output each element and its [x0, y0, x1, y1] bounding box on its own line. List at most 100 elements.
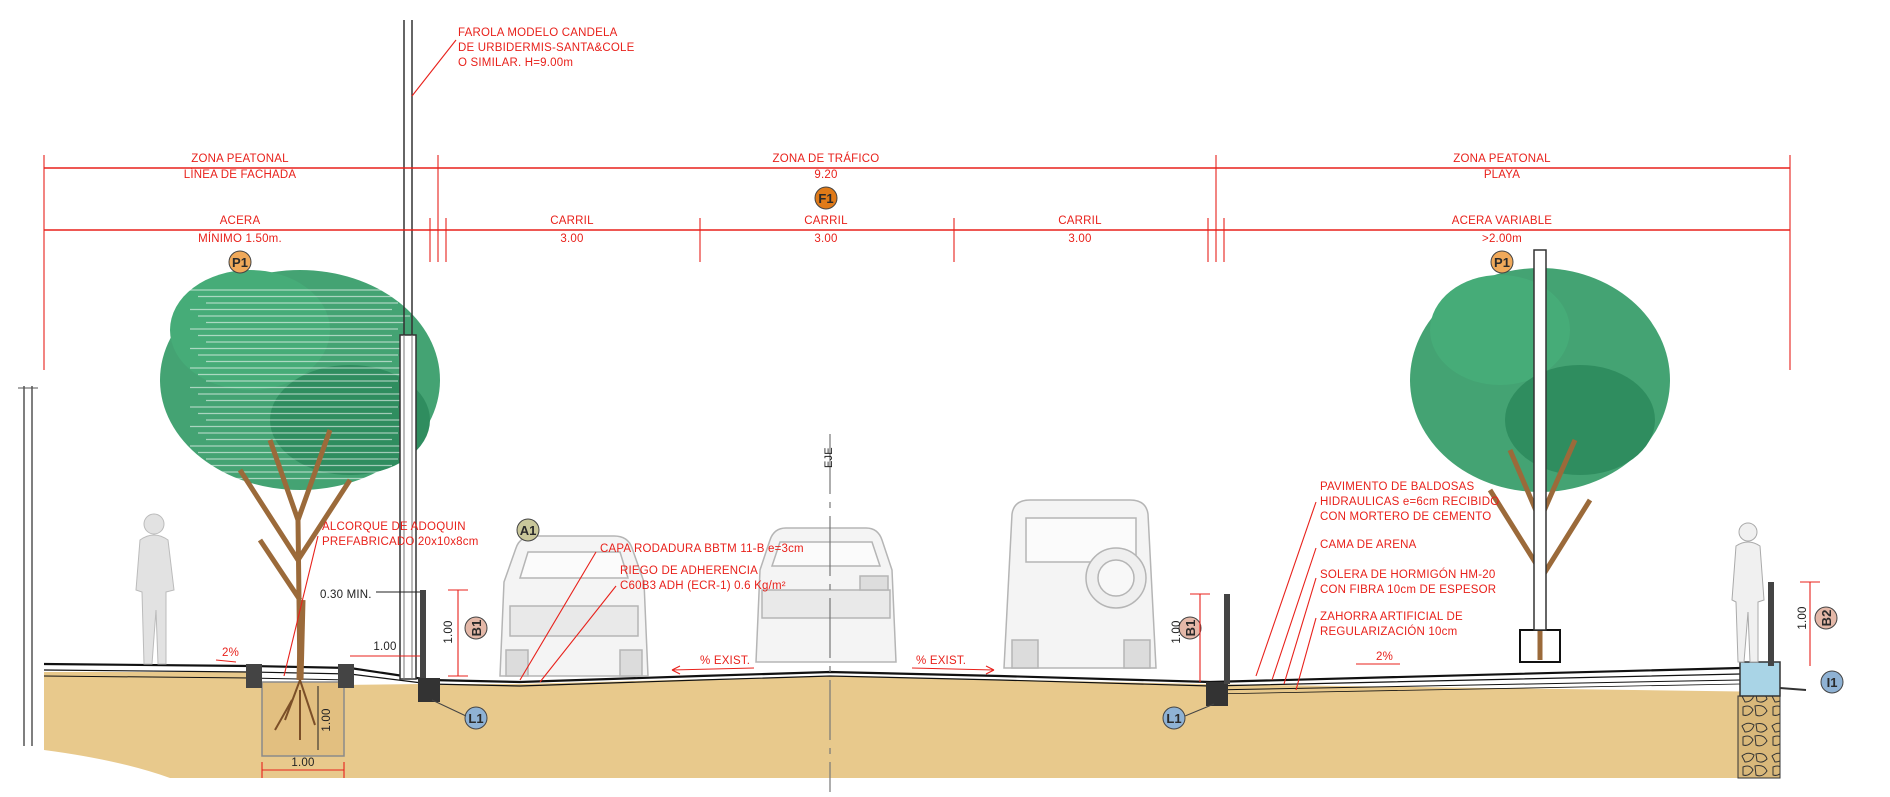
svg-text:% EXIST.: % EXIST.: [700, 655, 750, 667]
svg-text:PREFABRICADO 20x10x8cm: PREFABRICADO 20x10x8cm: [322, 536, 479, 548]
svg-text:REGULARIZACIÓN 10cm: REGULARIZACIÓN 10cm: [1320, 625, 1457, 638]
svg-text:PAVIMENTO DE BALDOSAS: PAVIMENTO DE BALDOSAS: [1320, 481, 1475, 493]
subzone-lane1-line1: CARRIL: [550, 215, 594, 227]
slope-left-walk: 2%: [215, 647, 239, 663]
svg-text:CON FIBRA 10cm DE ESPESOR: CON FIBRA 10cm DE ESPESOR: [1320, 584, 1496, 596]
subzone-lane1-line2: 3.00: [560, 233, 583, 245]
svg-text:L1: L1: [468, 711, 483, 726]
svg-text:SOLERA DE HORMIGÓN HM-20: SOLERA DE HORMIGÓN HM-20: [1320, 568, 1495, 581]
zone-left-line2: LÍNEA DE FACHADA: [184, 168, 297, 181]
ground-under-left-walk: [44, 672, 250, 690]
slope-road-right: % EXIST.: [911, 655, 995, 675]
badge-i1: I1: [1820, 670, 1844, 694]
dim-bollard-left: 1.00: [443, 589, 468, 677]
zone-right-line1: ZONA PEATONAL: [1453, 153, 1551, 165]
svg-text:1.00: 1.00: [373, 641, 396, 653]
note-alcorque: ALCORQUE DE ADOQUIN PREFABRICADO 20x10x8…: [283, 521, 479, 677]
svg-text:% EXIST.: % EXIST.: [916, 655, 966, 667]
svg-text:0.30 MIN.: 0.30 MIN.: [320, 589, 372, 601]
car-left: [499, 535, 649, 677]
tree-left: [160, 270, 440, 740]
svg-text:ZAHORRA ARTIFICIAL DE: ZAHORRA ARTIFICIAL DE: [1320, 611, 1463, 623]
svg-text:2%: 2%: [1376, 651, 1393, 663]
svg-text:1.00: 1.00: [1171, 620, 1183, 643]
curb-left: [246, 664, 440, 702]
tree-pit: [261, 681, 345, 757]
subzone-lane3-line2: 3.00: [1068, 233, 1091, 245]
dim-bollard-mid: 1.00: [1171, 593, 1210, 682]
streetlight-note-line1: FAROLA MODELO CANDELA: [458, 27, 618, 39]
subzone-right-line2: >2.00m: [1482, 233, 1522, 245]
subzone-left-line2: MÍNIMO 1.50m.: [198, 232, 282, 245]
person-left: [135, 513, 175, 665]
dimension-row-zones: [43, 155, 1791, 370]
car-middle: [755, 527, 897, 663]
svg-text:1.00: 1.00: [1797, 606, 1809, 629]
dim-bollard-right: 1.00: [1797, 581, 1820, 666]
zone-left-line1: ZONA PEATONAL: [191, 153, 289, 165]
suv: [1003, 499, 1157, 669]
note-capa: CAPA RODADURA BBTM 11-B e=3cm: [519, 543, 804, 681]
note-pavimento: PAVIMENTO DE BALDOSAS HIDRAULICAS e=6cm …: [1255, 481, 1499, 677]
svg-text:CAMA DE ARENA: CAMA DE ARENA: [1320, 539, 1417, 551]
svg-text:ALCORQUE DE ADOQUIN: ALCORQUE DE ADOQUIN: [322, 521, 466, 533]
badge-f1: F1: [814, 186, 838, 210]
svg-text:1.00: 1.00: [291, 757, 314, 769]
dim-min-height: 0.30 MIN.: [320, 589, 420, 601]
svg-text:B1: B1: [469, 620, 484, 637]
streetlight-left: [399, 20, 417, 680]
svg-text:A1: A1: [520, 523, 537, 538]
subzone-lane2-line1: CARRIL: [804, 215, 848, 227]
svg-text:B1: B1: [1183, 620, 1198, 637]
curb-right: [1206, 682, 1228, 706]
dim-horizontal-1: 1.00: [350, 641, 420, 657]
note-solera: SOLERA DE HORMIGÓN HM-20 CON FIBRA 10cm …: [1283, 568, 1496, 685]
svg-text:P1: P1: [232, 255, 248, 270]
dim-pit-width: 1.00: [261, 757, 345, 778]
drain-box: [1739, 661, 1781, 697]
svg-text:RIEGO DE ADHERENCIA: RIEGO DE ADHERENCIA: [620, 565, 758, 577]
subzone-lane2-line2: 3.00: [814, 233, 837, 245]
streetlight-note-line3: O SIMILAR. H=9.00m: [458, 57, 573, 69]
badge-p1-left: P1: [228, 250, 252, 274]
axis-label: EJE: [823, 447, 835, 468]
badge-a1: A1: [516, 518, 540, 542]
subzone-lane3-line1: CARRIL: [1058, 215, 1102, 227]
zone-center-line1: ZONA DE TRÁFICO: [773, 152, 880, 165]
svg-text:CAPA RODADURA BBTM 11-B e=3cm: CAPA RODADURA BBTM 11-B e=3cm: [600, 543, 804, 555]
svg-text:1.00: 1.00: [321, 708, 333, 731]
streetlight-right: [1533, 249, 1547, 631]
svg-text:CON MORTERO DE CEMENTO: CON MORTERO DE CEMENTO: [1320, 511, 1491, 523]
svg-text:I1: I1: [1827, 675, 1838, 690]
svg-text:F1: F1: [818, 191, 833, 206]
slope-right-walk: 2%: [1356, 651, 1400, 665]
badge-b1-right: B1: [1178, 616, 1202, 640]
badge-l1-left: L1: [431, 699, 488, 730]
badge-l1-right: L1: [1162, 703, 1215, 730]
ground-fill: [44, 676, 1780, 778]
facade-line: [18, 386, 38, 746]
stone-wall: [1737, 695, 1781, 779]
badge-p1-right: P1: [1490, 250, 1514, 274]
streetlight-note-line2: DE URBIDERMIS-SANTA&COLE: [458, 42, 635, 54]
bollards: [420, 582, 1774, 684]
badge-b1-left: B1: [464, 616, 488, 640]
dimension-row-lanes: [44, 218, 1790, 262]
zone-right-line2: PLAYA: [1484, 169, 1521, 181]
svg-text:P1: P1: [1494, 255, 1510, 270]
svg-text:C60B3 ADH (ECR-1) 0.6 Kg/m²: C60B3 ADH (ECR-1) 0.6 Kg/m²: [620, 580, 786, 592]
subzone-right-line1: ACERA VARIABLE: [1452, 215, 1553, 227]
streetlight-note: FAROLA MODELO CANDELA DE URBIDERMIS-SANT…: [411, 27, 635, 97]
note-riego: RIEGO DE ADHERENCIA C60B3 ADH (ECR-1) 0.…: [539, 565, 786, 683]
svg-text:HIDRAULICAS e=6cm RECIBIDO: HIDRAULICAS e=6cm RECIBIDO: [1320, 496, 1499, 508]
svg-text:1.00: 1.00: [443, 620, 455, 643]
svg-text:B2: B2: [1819, 610, 1834, 627]
dim-pit-depth: 1.00: [317, 686, 333, 750]
svg-text:L1: L1: [1166, 711, 1181, 726]
svg-text:2%: 2%: [222, 647, 239, 659]
note-zahorra: ZAHORRA ARTIFICIAL DE REGULARIZACIÓN 10c…: [1295, 611, 1463, 691]
badge-b2: B2: [1814, 606, 1838, 630]
slope-road-left: % EXIST.: [671, 655, 755, 675]
